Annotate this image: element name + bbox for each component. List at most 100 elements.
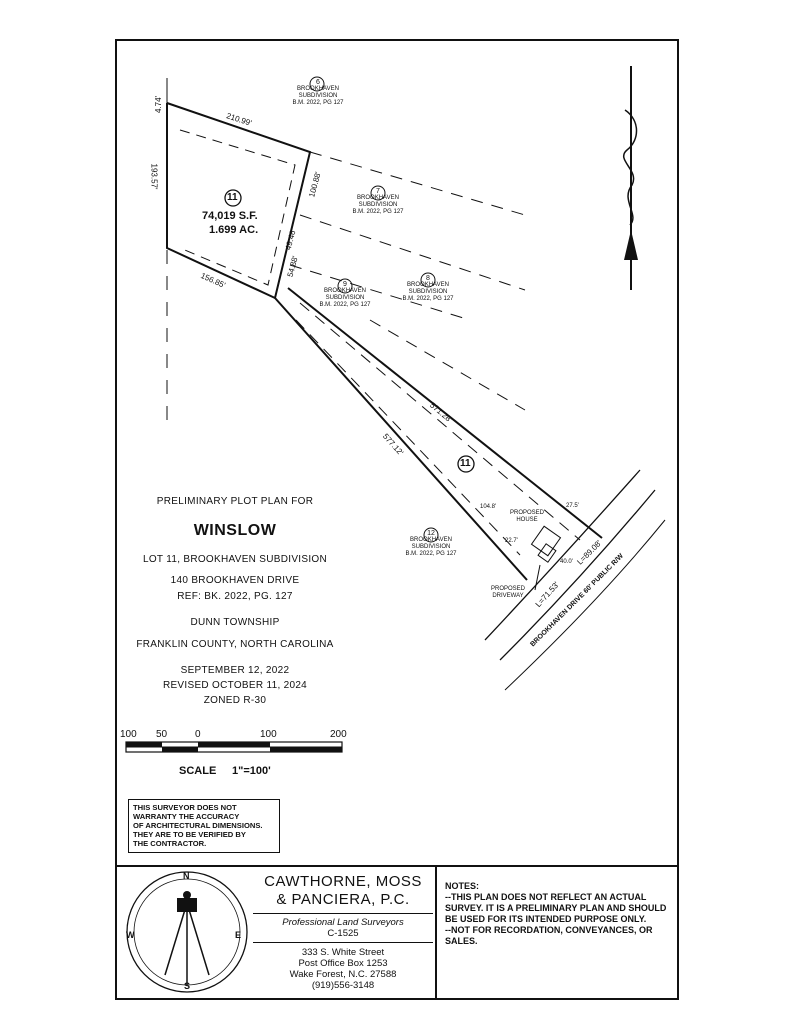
neighbor-9-number: 9 xyxy=(343,281,347,288)
plan-date: SEPTEMBER 12, 2022 xyxy=(180,665,290,676)
scale-bar xyxy=(125,741,343,753)
lot-area-sf: 74,019 S.F. xyxy=(202,210,258,222)
neighbor-12-line1: BROOKHAVEN xyxy=(410,537,452,543)
scale-tick-0: 0 xyxy=(195,729,201,740)
dim-40-0: 40.0' xyxy=(560,559,573,565)
neighbor-7-line2: SUBDIVISION xyxy=(358,202,398,208)
dim-193-57: 193.57' xyxy=(149,163,159,190)
dim-104-8: 104.8' xyxy=(480,504,497,510)
dim-4-74: 4.74' xyxy=(154,95,164,114)
neighbor-circle-8 xyxy=(420,272,436,288)
architectural-disclaimer: THIS SURVEYOR DOES NOT WARRANTY THE ACCU… xyxy=(128,799,280,853)
tail-dashed-2 xyxy=(299,302,581,541)
road-edge-3 xyxy=(504,519,666,691)
neighbor-line-6-7 xyxy=(309,151,526,216)
lot-setback xyxy=(179,129,296,286)
firm-po-box: Post Office Box 1253 xyxy=(298,958,388,969)
lot-tail-right xyxy=(287,287,603,539)
dim-22-7: 22.7' xyxy=(505,538,518,544)
proposed-driveway-line1: PROPOSED xyxy=(490,586,525,592)
firm-license: C-1525 xyxy=(253,928,433,943)
lot-area-ac: 1.699 AC. xyxy=(209,224,259,236)
neighbor-8-number: 8 xyxy=(426,275,430,282)
firm-city: Wake Forest, N.C. 27588 xyxy=(289,969,397,980)
disclaimer-line-4: THEY ARE TO BE VERIFIED BY xyxy=(133,830,246,839)
surveyor-firm: CAWTHORNE, MOSS & PANCIERA, P.C. Profess… xyxy=(253,873,433,991)
scale-tick-200: 200 xyxy=(330,729,347,740)
compass-rose-icon xyxy=(126,871,248,993)
plan-county: FRANKLIN COUNTY, NORTH CAROLINA xyxy=(136,639,334,650)
neighbor-9: 9 BROOKHAVEN SUBDIVISION B.M. 2022, PG 1… xyxy=(317,281,373,309)
proposed-house-line2: HOUSE xyxy=(516,517,538,523)
plan-title-block: PRELIMINARY PLOT PLAN FOR WINSLOW LOT 11… xyxy=(120,496,350,707)
scale-label: SCALE xyxy=(179,765,217,777)
firm-name-line2: & PANCIERA, P.C. xyxy=(253,891,433,914)
plan-heading: PRELIMINARY PLOT PLAN FOR xyxy=(156,496,314,507)
firm-name-line1: CAWTHORNE, MOSS xyxy=(264,873,422,890)
neighbor-7-line1: BROOKHAVEN xyxy=(357,195,399,201)
proposed-house-inner xyxy=(537,543,557,563)
neighbor-circle-12 xyxy=(423,527,439,543)
lot-tail-circle xyxy=(457,455,475,473)
scale-tick-50: 50 xyxy=(156,729,168,740)
neighbor-12-line2: SUBDIVISION xyxy=(411,544,451,550)
proposed-driveway xyxy=(534,564,541,591)
disclaimer-line-1: THIS SURVEYOR DOES NOT xyxy=(133,803,237,812)
neighbor-8: 8 BROOKHAVEN SUBDIVISION B.M. 2022, PG 1… xyxy=(400,275,456,303)
plan-ref: REF: BK. 2022, PG. 127 xyxy=(177,591,293,602)
neighbor-12: 12 BROOKHAVEN SUBDIVISION B.M. 2022, PG … xyxy=(403,530,459,558)
proposed-driveway-label: PROPOSED DRIVEWAY xyxy=(488,586,528,600)
neighbor-9-line1: BROOKHAVEN xyxy=(324,288,366,294)
neighbor-8-line3: B.M. 2022, PG 127 xyxy=(402,296,454,302)
neighbor-circle-6 xyxy=(309,76,325,92)
lot-number: 11 xyxy=(227,192,238,203)
neighbor-9-line3: B.M. 2022, PG 127 xyxy=(319,302,371,308)
road-edge-2 xyxy=(499,489,656,661)
neighbor-7: 7 BROOKHAVEN SUBDIVISION B.M. 2022, PG 1… xyxy=(350,188,406,216)
neighbor-circle-7 xyxy=(370,185,386,201)
title-block-footer: N S W E CAWTHORNE, MOSS & PANCIERA, P.C.… xyxy=(115,865,679,1000)
plan-lot-line: LOT 11, BROOKHAVEN SUBDIVISION xyxy=(142,554,328,565)
compass-s: S xyxy=(184,981,191,991)
compass-w: W xyxy=(126,930,135,940)
note-1: --THIS PLAN DOES NOT REFLECT AN ACTUAL S… xyxy=(445,892,667,924)
disclaimer-line-3: OF ARCHITECTURAL DIMENSIONS. xyxy=(133,821,263,830)
neighbor-circle-9 xyxy=(337,278,353,294)
disclaimer-line-2: WARRANTY THE ACCURACY xyxy=(133,812,240,821)
plot-plan-sheet xyxy=(115,39,679,1000)
proposed-house-label: PROPOSED HOUSE xyxy=(507,510,547,524)
neighbor-9-line2: SUBDIVISION xyxy=(325,295,365,301)
neighbor-6-number: 6 xyxy=(316,79,320,86)
compass-n: N xyxy=(183,871,190,881)
neighbor-8-line1: BROOKHAVEN xyxy=(407,282,449,288)
tail-dashed-1 xyxy=(295,319,521,556)
lot-tail-number: 11 xyxy=(460,458,471,469)
neighbor-7-line3: B.M. 2022, PG 127 xyxy=(352,209,404,215)
dim-27-5: 27.5' xyxy=(566,503,579,509)
notes-title: NOTES: xyxy=(445,881,480,891)
neighbor-line-9-8 xyxy=(289,264,471,321)
plan-township: DUNN TOWNSHIP xyxy=(190,617,280,628)
proposed-house-line1: PROPOSED xyxy=(509,510,544,516)
proposed-house xyxy=(530,525,562,557)
neighbor-7-number: 7 xyxy=(376,188,380,195)
scale-tick-100: 100 xyxy=(260,729,277,740)
neighbor-12-number: 12 xyxy=(427,530,435,537)
firm-profession: Professional Land Surveyors xyxy=(282,917,404,928)
neighbor-6-line2: SUBDIVISION xyxy=(298,93,338,99)
scale-tick-100-left: 100 xyxy=(120,729,137,740)
lot-number-circle xyxy=(224,189,242,207)
neighbor-8-line2: SUBDIVISION xyxy=(408,289,448,295)
compass-e: E xyxy=(235,930,242,940)
neighbor-12-line3: B.M. 2022, PG 127 xyxy=(405,551,457,557)
neighbor-line-7-8 xyxy=(299,214,526,291)
neighbor-line-8-down xyxy=(369,319,526,411)
plan-revised: REVISED OCTOBER 11, 2024 xyxy=(162,680,308,691)
disclaimer-line-5: THE CONTRACTOR. xyxy=(133,839,207,848)
scale-ratio: 1"=100' xyxy=(232,765,271,777)
firm-street: 333 S. White Street xyxy=(301,947,385,958)
note-2: --NOT FOR RECORDATION, CONVEYANCES, OR S… xyxy=(445,925,653,946)
plan-zoning: ZONED R-30 xyxy=(203,695,267,706)
neighbor-6: 6 BROOKHAVEN SUBDIVISION B.M. 2022, PG 1… xyxy=(290,79,346,107)
